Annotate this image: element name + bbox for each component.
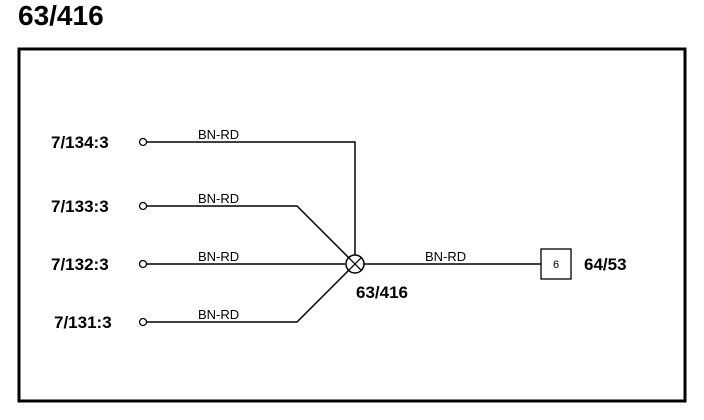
output-connector-label: 64/53 bbox=[584, 255, 627, 274]
connector-label-7-134-3: 7/134:3 bbox=[51, 133, 109, 152]
wire-label-7-133-3: BN-RD bbox=[198, 191, 239, 206]
terminal-7-131-3 bbox=[138, 317, 148, 327]
output-wire-label: BN-RD bbox=[425, 249, 466, 264]
pin-box bbox=[540, 248, 572, 280]
wire-label-7-131-3: BN-RD bbox=[198, 307, 239, 322]
wire-7-133-3 bbox=[147, 205, 350, 259]
terminal-7-132-3 bbox=[138, 259, 148, 269]
diagram-frame bbox=[17, 47, 687, 403]
splice-label: 63/416 bbox=[356, 283, 408, 302]
connector-label-7-133-3: 7/133:3 bbox=[51, 197, 109, 216]
connector-label-7-131-3: 7/131:3 bbox=[54, 313, 112, 332]
terminal-7-133-3 bbox=[138, 201, 148, 211]
connector-label-7-132-3: 7/132:3 bbox=[51, 255, 109, 274]
wire-label-7-134-3: BN-RD bbox=[198, 127, 239, 142]
page-title: 63/416 bbox=[18, 0, 104, 31]
wire-label-7-132-3: BN-RD bbox=[198, 249, 239, 264]
terminal-7-134-3 bbox=[138, 137, 148, 147]
splice-icon bbox=[345, 254, 365, 274]
wire-7-131-3 bbox=[147, 269, 350, 323]
wire-7-134-3 bbox=[147, 141, 356, 256]
pin-number: 6 bbox=[553, 259, 559, 271]
